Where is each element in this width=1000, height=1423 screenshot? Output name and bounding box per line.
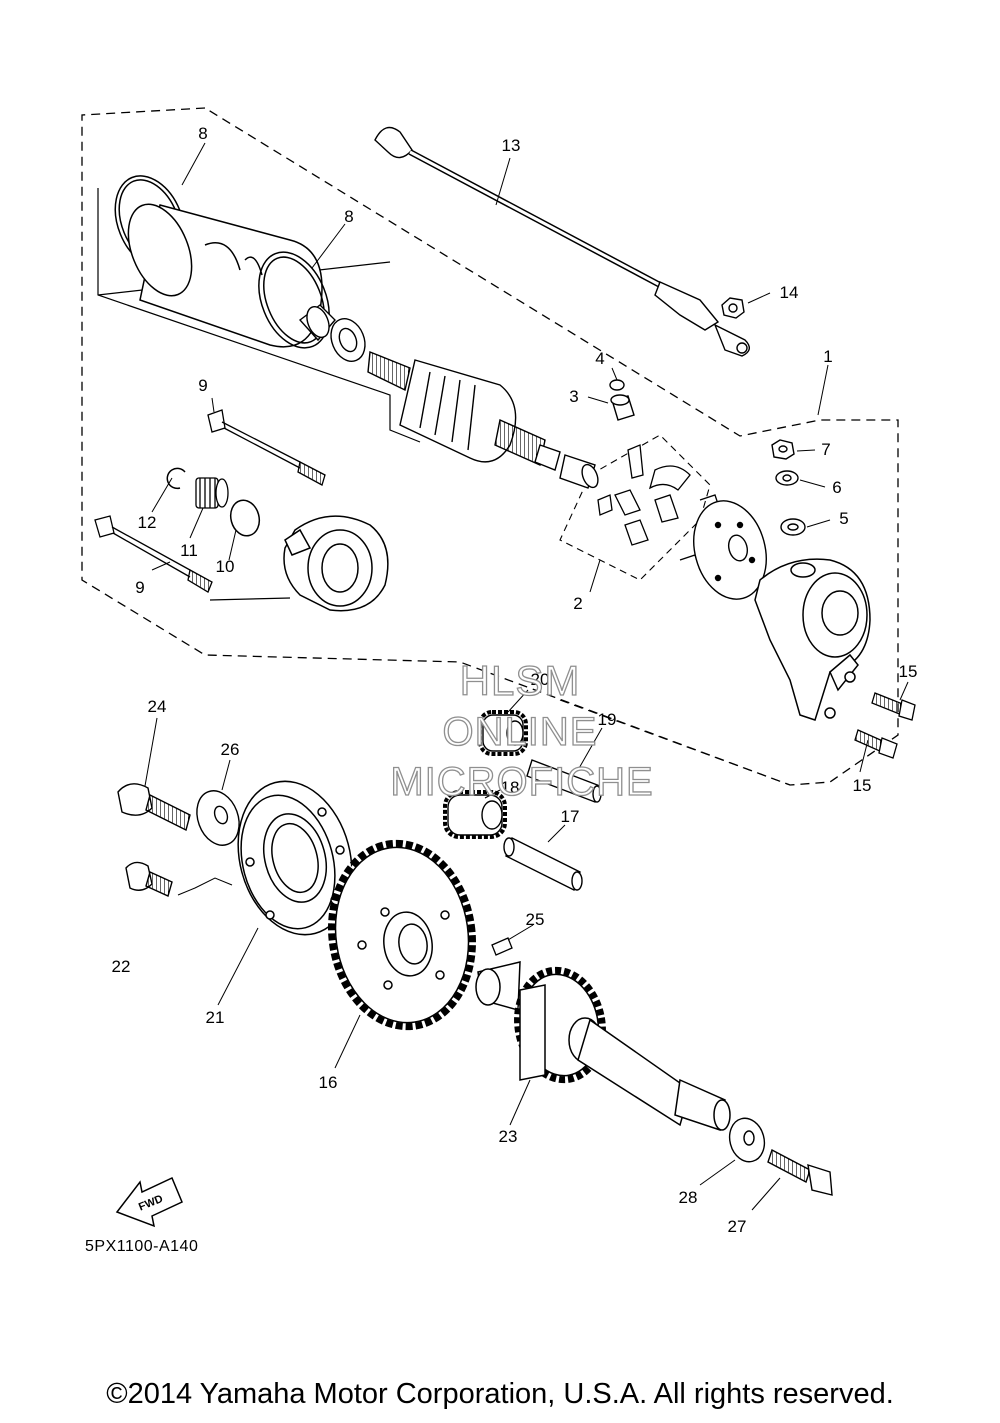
- callout-26: 26: [221, 740, 240, 759]
- o-ring-8-right: [258, 251, 330, 349]
- bolt-27: [767, 1148, 833, 1196]
- motor-yoke: [127, 203, 323, 348]
- key-25: [491, 937, 513, 956]
- callout-2: 2: [573, 594, 582, 613]
- callout-18: 18: [501, 778, 520, 797]
- o-ring-4: [609, 379, 625, 391]
- leader-lines: [144, 142, 909, 1211]
- callout-labels: 1 2 3 4 5 6 7 8 8 9 9 10 11 12 13 14 15 …: [112, 124, 918, 1236]
- nut-14: [721, 297, 745, 319]
- bolt-15-upper: [871, 692, 916, 721]
- starter-clutch-21: [237, 780, 353, 936]
- gear-16: [328, 839, 476, 1031]
- callout-4: 4: [595, 349, 604, 368]
- callout-25: 25: [526, 910, 545, 929]
- bushing-3: [610, 394, 635, 421]
- callout-23: 23: [499, 1127, 518, 1146]
- watermark-line-3: MICROFICHE: [390, 760, 653, 804]
- callout-16: 16: [319, 1073, 338, 1092]
- callout-15b: 15: [853, 776, 872, 795]
- lower-boundary: [559, 699, 791, 786]
- washer-26: [196, 790, 240, 846]
- starter-cable: [374, 126, 750, 357]
- bolt-15-lower: [854, 729, 898, 759]
- washer-6: [775, 470, 799, 486]
- starter-assembly-boundary: [81, 107, 899, 786]
- callout-27: 27: [728, 1217, 747, 1236]
- gear-shaft-23: [475, 961, 731, 1131]
- callout-12: 12: [138, 513, 157, 532]
- pinion-gear-11: [195, 477, 229, 509]
- watermark: HLSM ONLINE MICROFICHE: [390, 656, 654, 804]
- callout-11: 11: [180, 541, 198, 560]
- callout-28: 28: [679, 1188, 698, 1207]
- armature: [367, 351, 561, 471]
- washer-5: [780, 518, 806, 536]
- washer-28: [728, 1117, 766, 1163]
- callout-1: 1: [823, 347, 832, 366]
- armature-bearing: [559, 454, 599, 489]
- callout-8b: 8: [344, 207, 353, 226]
- callout-13: 13: [502, 136, 521, 155]
- gear-20: [478, 710, 528, 756]
- callout-10: 10: [216, 557, 235, 576]
- bearing: [330, 318, 366, 362]
- diagram-code: 5PX1100-A140: [85, 1238, 199, 1255]
- callout-14: 14: [780, 283, 799, 302]
- leader-22: [177, 877, 233, 896]
- gear-18: [443, 790, 507, 839]
- callout-9b: 9: [135, 578, 144, 597]
- bolt-9-upper: [207, 409, 326, 486]
- end-cover: [298, 304, 336, 342]
- bolt-24: [117, 783, 191, 832]
- callout-7: 7: [821, 440, 830, 459]
- callout-15a: 15: [899, 662, 918, 681]
- o-ring-10: [229, 499, 261, 537]
- callout-6: 6: [832, 478, 841, 497]
- copyright-notice: ©2014 Yamaha Motor Corporation, U.S.A. A…: [106, 1378, 894, 1410]
- callout-21: 21: [206, 1008, 225, 1027]
- circlip-12: [166, 467, 186, 490]
- callout-5: 5: [839, 509, 848, 528]
- brush-plate: [693, 500, 767, 600]
- callout-20: 20: [531, 670, 550, 689]
- callout-24: 24: [148, 697, 167, 716]
- callout-8a: 8: [198, 124, 207, 143]
- nut-7: [771, 439, 795, 460]
- brush-holder-boundary: [559, 434, 711, 581]
- shaft-17: [503, 837, 583, 891]
- watermark-line-2: ONLINE: [443, 710, 598, 754]
- shaft-19: [526, 759, 602, 803]
- callout-17: 17: [561, 807, 580, 826]
- bolt-22: [125, 861, 173, 897]
- watermark-line-1: HLSM: [460, 657, 581, 704]
- callout-9a: 9: [198, 376, 207, 395]
- bolt-9-lower: [94, 515, 213, 593]
- callout-3: 3: [569, 387, 578, 406]
- callout-19: 19: [598, 710, 617, 729]
- rear-cover: [283, 515, 389, 612]
- fwd-arrow-icon: FWD: [115, 1176, 183, 1228]
- callout-22: 22: [112, 957, 131, 976]
- front-cover: [754, 558, 871, 721]
